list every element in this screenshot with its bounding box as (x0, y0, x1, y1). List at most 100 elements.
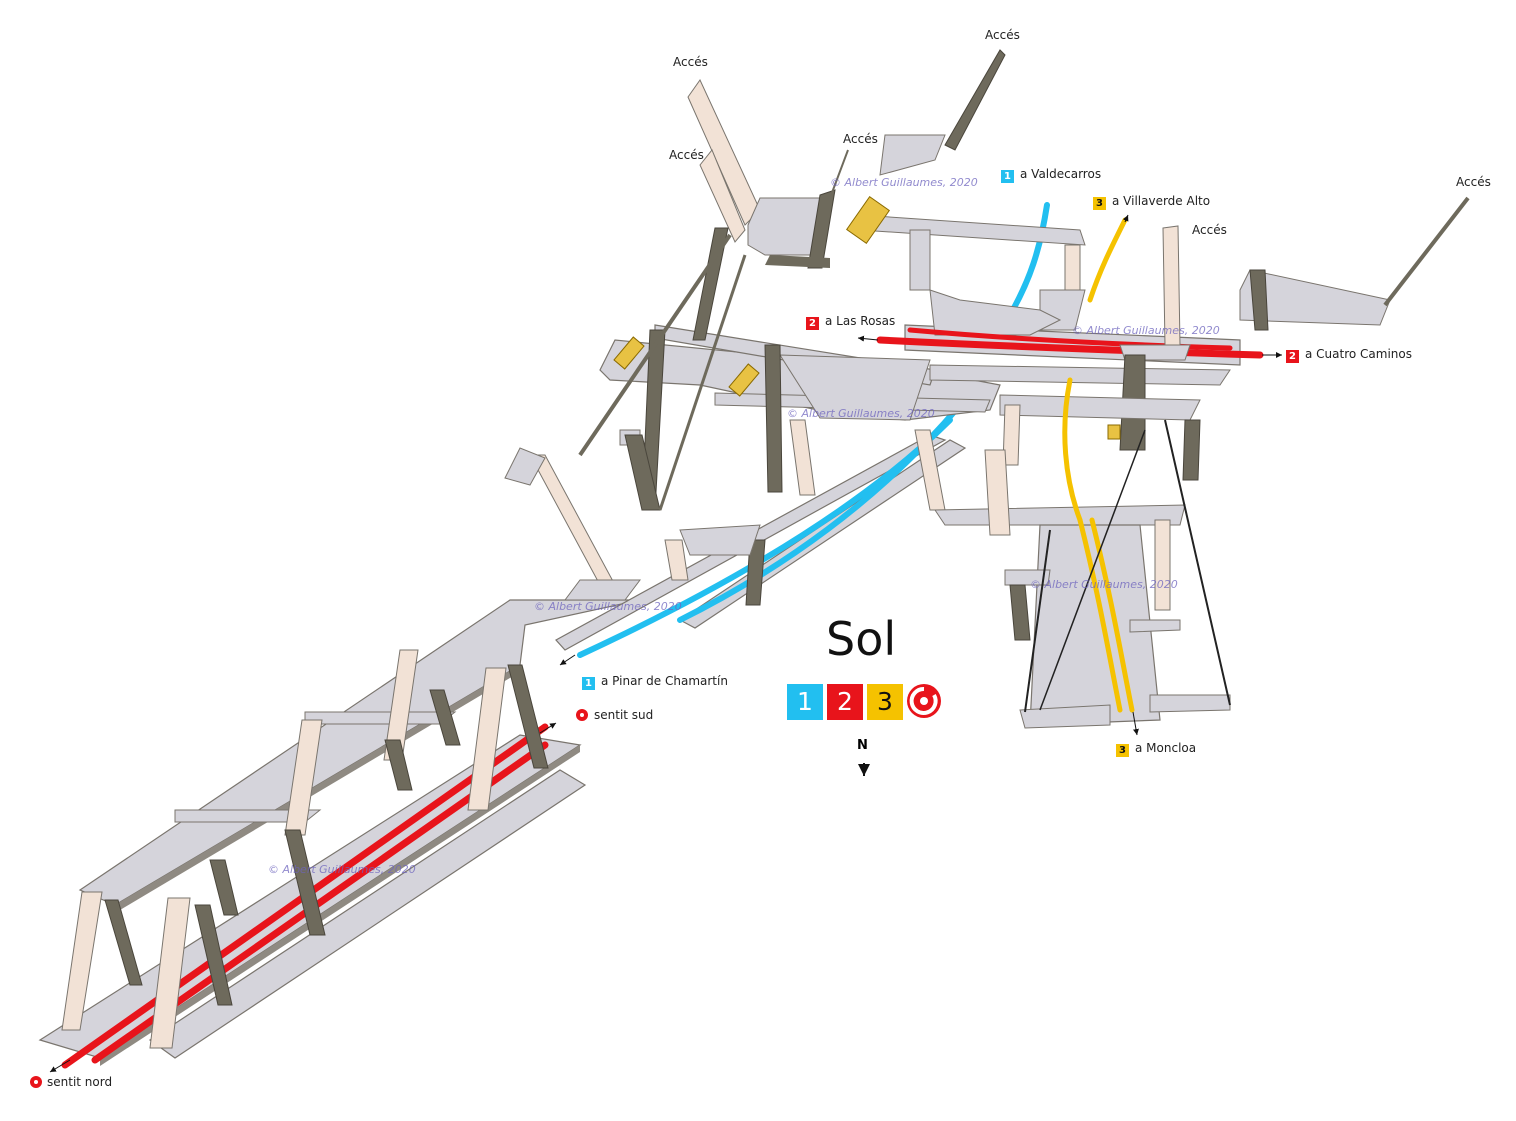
hall-slab (929, 289, 1062, 336)
wall (429, 689, 461, 746)
line2-platform (857, 196, 1470, 481)
dest-sentit-nord: sentit nord (47, 1075, 113, 1089)
wall (104, 899, 143, 986)
dest-text: a Pinar de Chamartín (601, 674, 728, 688)
access-label: Accés (985, 28, 1020, 42)
hall-slab (1239, 269, 1391, 326)
stair (1162, 225, 1181, 346)
hall-slab (934, 504, 1186, 526)
platform-slab (148, 769, 587, 1059)
stair (664, 539, 689, 581)
cercanias-small-icon (30, 1076, 42, 1088)
access-label: Accés (669, 148, 704, 162)
line3-badge: 3 (1093, 197, 1106, 210)
line2-badge: 2 (827, 684, 863, 720)
line3-track (1089, 517, 1135, 713)
line1-badge: 1 (787, 684, 823, 720)
line2-track (876, 336, 1264, 359)
dest-cuatro-caminos: 2 a Cuatro Caminos (1286, 347, 1412, 363)
hall-slab (879, 134, 946, 176)
station-title: Sol (826, 612, 897, 666)
dest-text: a Valdecarros (1020, 167, 1102, 181)
cercanias-platform-complex (38, 447, 641, 1073)
line3-track (1062, 377, 1083, 523)
access-label: Accés (843, 132, 878, 146)
escalator (728, 363, 760, 397)
hall-slab (1019, 704, 1111, 729)
stair (1154, 519, 1171, 611)
copyright-watermark: © Albert Guillaumes, 2020 (787, 407, 935, 420)
stair (1064, 244, 1081, 291)
cercanias-icon (907, 684, 941, 718)
line2-badge: 2 (806, 317, 819, 330)
dest-text: a Las Rosas (825, 314, 896, 328)
copyright-watermark: © Albert Guillaumes, 2020 (268, 863, 416, 876)
north-label: N (857, 738, 868, 753)
hall-slab (1004, 569, 1051, 586)
copyright-watermark: © Albert Guillaumes, 2020 (830, 176, 978, 189)
wall (194, 904, 233, 1006)
wall (384, 739, 413, 791)
stair (149, 897, 191, 1049)
access-label: Accés (673, 55, 708, 69)
escalator (613, 336, 645, 370)
cercanias-small-icon (576, 709, 588, 721)
stair (529, 454, 616, 586)
wall (284, 829, 326, 936)
line1-badge: 1 (1001, 170, 1014, 183)
dest-villaverde: 3 a Villaverde Alto (1093, 194, 1210, 210)
mezzanine-crossing (304, 711, 457, 725)
wall (1182, 419, 1201, 481)
line1-badge: 1 (582, 677, 595, 690)
hall-slab (504, 447, 546, 486)
dest-las-rosas: 2 a Las Rosas (806, 314, 895, 330)
hall-slab (1129, 619, 1181, 633)
copyright-watermark: © Albert Guillaumes, 2020 (1030, 578, 1178, 591)
line2-badge: 2 (1286, 350, 1299, 363)
hall-slab (564, 579, 641, 601)
line1-track (1007, 202, 1050, 318)
stair (944, 49, 1006, 151)
hall-slab (779, 354, 931, 421)
escalator (846, 196, 890, 244)
access-label: Accés (1192, 223, 1227, 237)
stair (789, 419, 816, 496)
hall-slab (765, 255, 830, 268)
wall (1009, 584, 1031, 641)
access-ramp (1383, 196, 1470, 307)
main-vestibule (578, 49, 1308, 581)
line-badges: 1 2 3 (787, 684, 903, 720)
line3-badge: 3 (867, 684, 903, 720)
escalator (1107, 424, 1121, 440)
stair (984, 449, 1011, 536)
access-label: Accés (1456, 175, 1491, 189)
copyright-watermark: © Albert Guillaumes, 2020 (534, 600, 682, 613)
wall (507, 664, 549, 769)
line3-track (1087, 217, 1128, 303)
stair (699, 149, 746, 243)
line3-track (1077, 517, 1123, 713)
stair (1002, 404, 1021, 466)
hall-slab (859, 214, 1086, 246)
hall-slab (909, 229, 931, 291)
wall (1249, 269, 1269, 331)
hall-slab (999, 394, 1201, 421)
hall-slab (1149, 694, 1231, 713)
dest-pinar: 1 a Pinar de Chamartín (582, 674, 728, 690)
wall (692, 227, 729, 341)
dest-text: a Cuatro Caminos (1305, 347, 1412, 361)
wall (745, 539, 766, 606)
stair (61, 891, 103, 1031)
dest-text: a Villaverde Alto (1112, 194, 1211, 208)
wall (807, 189, 836, 269)
hall-slab (679, 524, 761, 556)
line3-platform (934, 214, 1231, 736)
dest-valdecarros: 1 a Valdecarros (1001, 167, 1101, 183)
wall (209, 859, 239, 916)
stair (467, 667, 507, 811)
stair (284, 719, 323, 836)
copyright-watermark: © Albert Guillaumes, 2020 (1072, 324, 1220, 337)
dest-sentit-sud: sentit sud (594, 708, 654, 722)
